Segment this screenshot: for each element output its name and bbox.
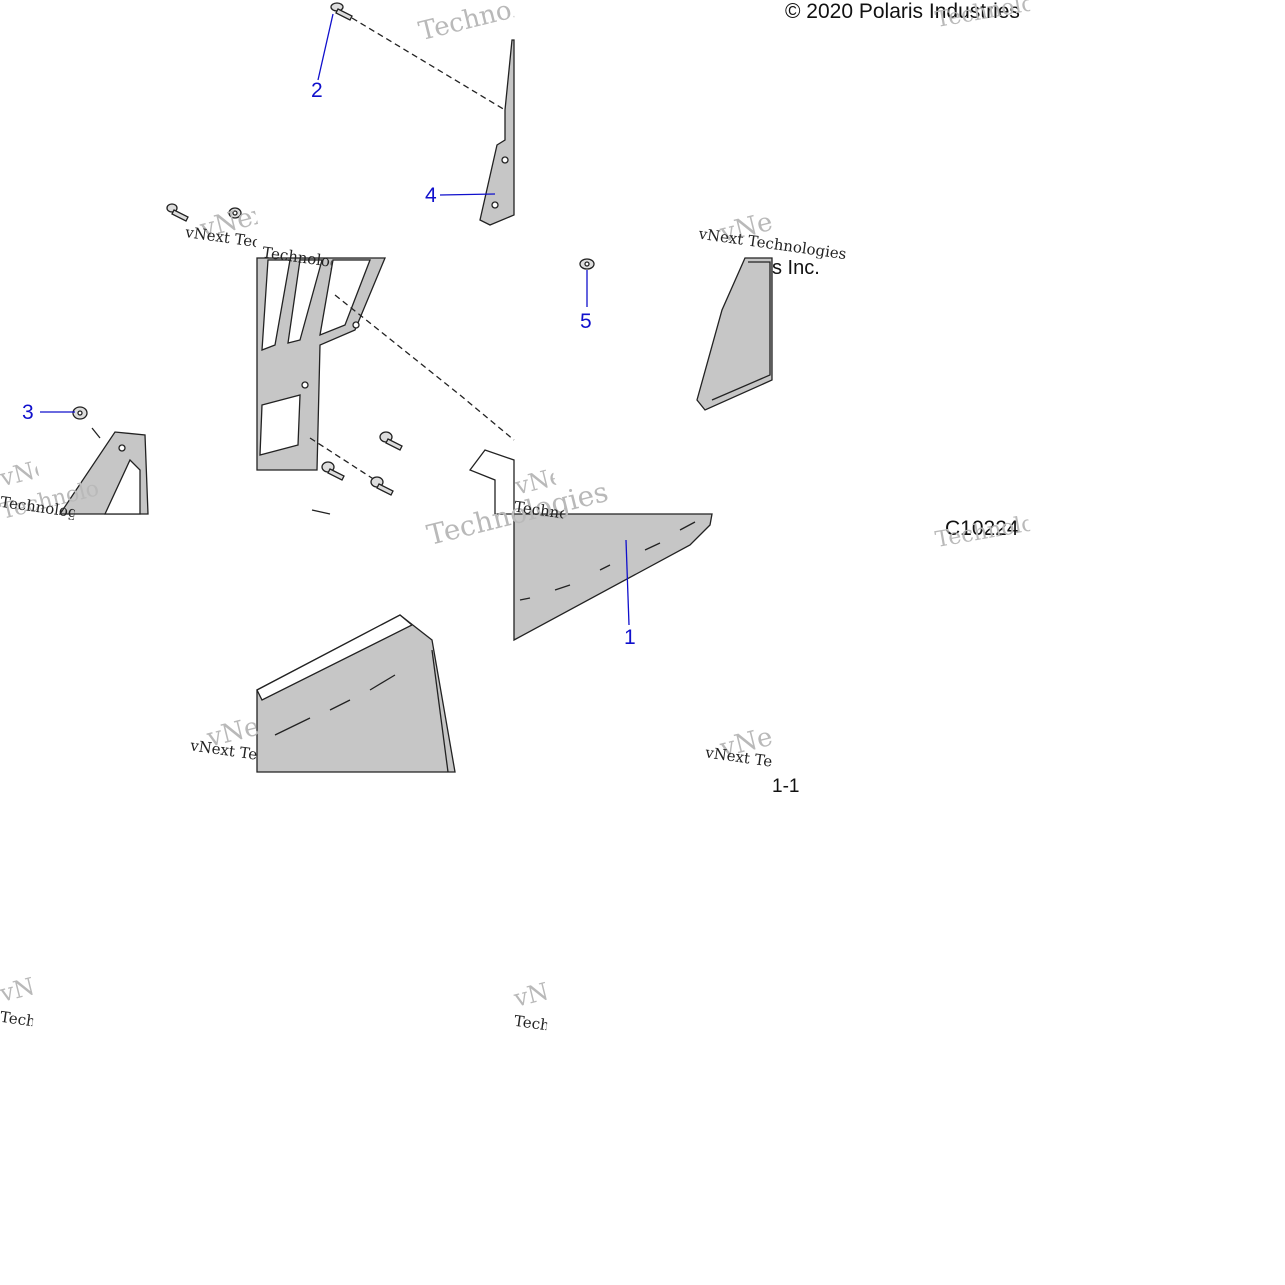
panel-right-piece: [696, 257, 773, 411]
rack-bracket: [256, 257, 515, 481]
small-bolt-left: [166, 203, 242, 222]
leader-4: [439, 193, 496, 196]
panel-lower: [256, 614, 456, 773]
copyright-text: © 2020 Polaris Industries: [785, 1, 1020, 22]
nut-5: [579, 258, 595, 307]
drawing-number: C10224: [945, 517, 1019, 540]
page-reference: 1-1: [772, 776, 800, 797]
bracket-top-part: [351, 17, 515, 226]
bracket-center-fragment: [468, 449, 515, 515]
bolt-group-middle: [311, 431, 403, 515]
callout-1: 1: [624, 626, 636, 649]
bracket-left-3: [40, 406, 149, 515]
panel-1: [513, 513, 713, 642]
callout-5: 5: [580, 310, 592, 333]
copyright-fragment: s Inc.: [772, 257, 820, 279]
bolt-2: [317, 2, 353, 81]
callout-2: 2: [311, 79, 323, 102]
callout-4: 4: [425, 184, 437, 207]
callout-3: 3: [22, 401, 34, 424]
